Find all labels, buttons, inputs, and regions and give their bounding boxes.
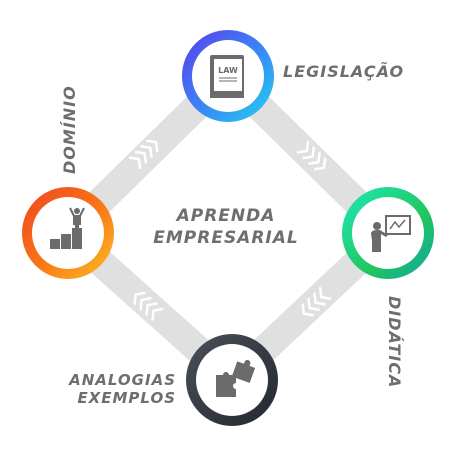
node-analogias [186,334,278,426]
label-legislacao: LEGISLAÇÃO [283,62,404,81]
chevron-arrows-icon [296,140,327,171]
puzzle-pieces-icon [216,359,256,397]
label-didatica: DIDÁTICA [385,296,404,388]
node-didatica [342,187,434,279]
label-dominio: DOMÍNIO [60,85,79,174]
chevron-arrows-icon [128,139,159,170]
node-dominio [22,187,114,279]
center-title-line2: EMPRESARIAL [153,228,299,248]
law-book-icon: LAW [210,55,244,98]
podium-winner-icon [50,207,85,249]
teacher-board-icon [371,215,411,252]
label-analogias: ANALOGIAS [68,371,176,389]
chevron-arrows-icon [301,287,332,317]
center-title-line1: APRENDA [175,206,276,226]
label-exemplos: EXEMPLOS [77,389,176,407]
chevron-arrows-icon [133,291,164,321]
node-legislacao: LAW [182,30,274,122]
law-text: LAW [218,66,238,75]
